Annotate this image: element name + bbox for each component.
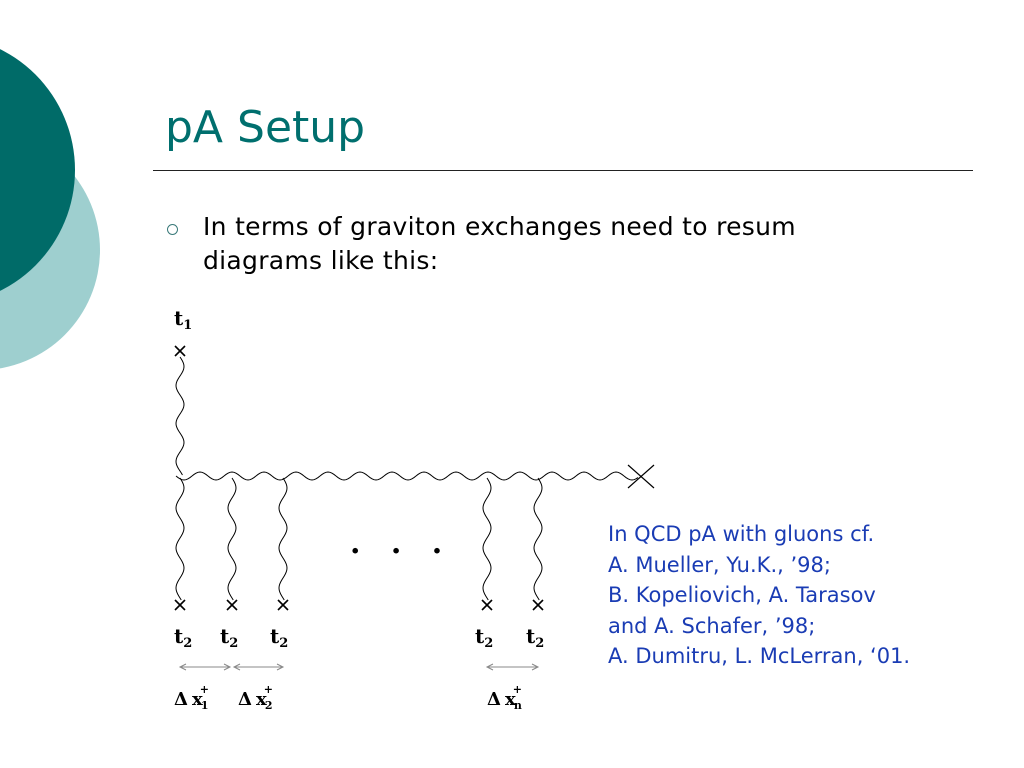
top-time-label: t1 <box>174 306 192 333</box>
references-block: In QCD pA with gluons cf. A. Mueller, Yu… <box>608 519 1008 672</box>
exchange-line-5 <box>533 477 543 601</box>
bottom-time-label: t2 <box>475 624 493 651</box>
ellipsis: . . . <box>350 526 452 561</box>
title-divider <box>153 170 973 171</box>
bullet-text: In terms of graviton exchanges need to r… <box>203 212 796 275</box>
source-cross-icon <box>277 599 289 611</box>
exchange-line-1 <box>175 477 185 601</box>
bottom-time-label: t2 <box>220 624 238 651</box>
source-cross-icon <box>481 599 493 611</box>
bottom-time-label: t2 <box>526 624 544 651</box>
right-end-cross-icon <box>627 464 655 489</box>
reference-line: A. Mueller, Yu.K., ’98; <box>608 552 831 577</box>
bottom-time-label: t2 <box>174 624 192 651</box>
source-cross-icon <box>226 599 238 611</box>
vertical-graviton-line <box>175 356 185 476</box>
top-source-cross-icon <box>174 345 186 357</box>
interval-arrow-n <box>485 663 540 671</box>
source-cross-icon <box>174 599 186 611</box>
interval-arrow-2 <box>232 663 285 671</box>
reference-line: A. Dumitru, L. McLerran, ‘01. <box>608 644 911 668</box>
exchange-line-2 <box>227 477 237 601</box>
exchange-line-3 <box>278 477 288 601</box>
reference-line: B. Kopeliovich, A. Tarasov <box>608 583 876 607</box>
source-cross-icon <box>532 599 544 611</box>
reference-line: and A. Schafer, ’98; <box>608 613 816 638</box>
slide-title: pA Setup <box>165 102 366 153</box>
bullet-circle-icon <box>167 224 178 235</box>
bottom-time-label: t2 <box>270 624 288 651</box>
horizontal-graviton-line <box>175 471 639 481</box>
reference-line: In QCD pA with gluons cf. <box>608 522 875 546</box>
interval-arrow-1 <box>178 663 232 671</box>
decorative-circles <box>0 49 100 369</box>
exchange-line-4 <box>482 477 492 601</box>
decorative-circle-dark <box>0 49 75 291</box>
